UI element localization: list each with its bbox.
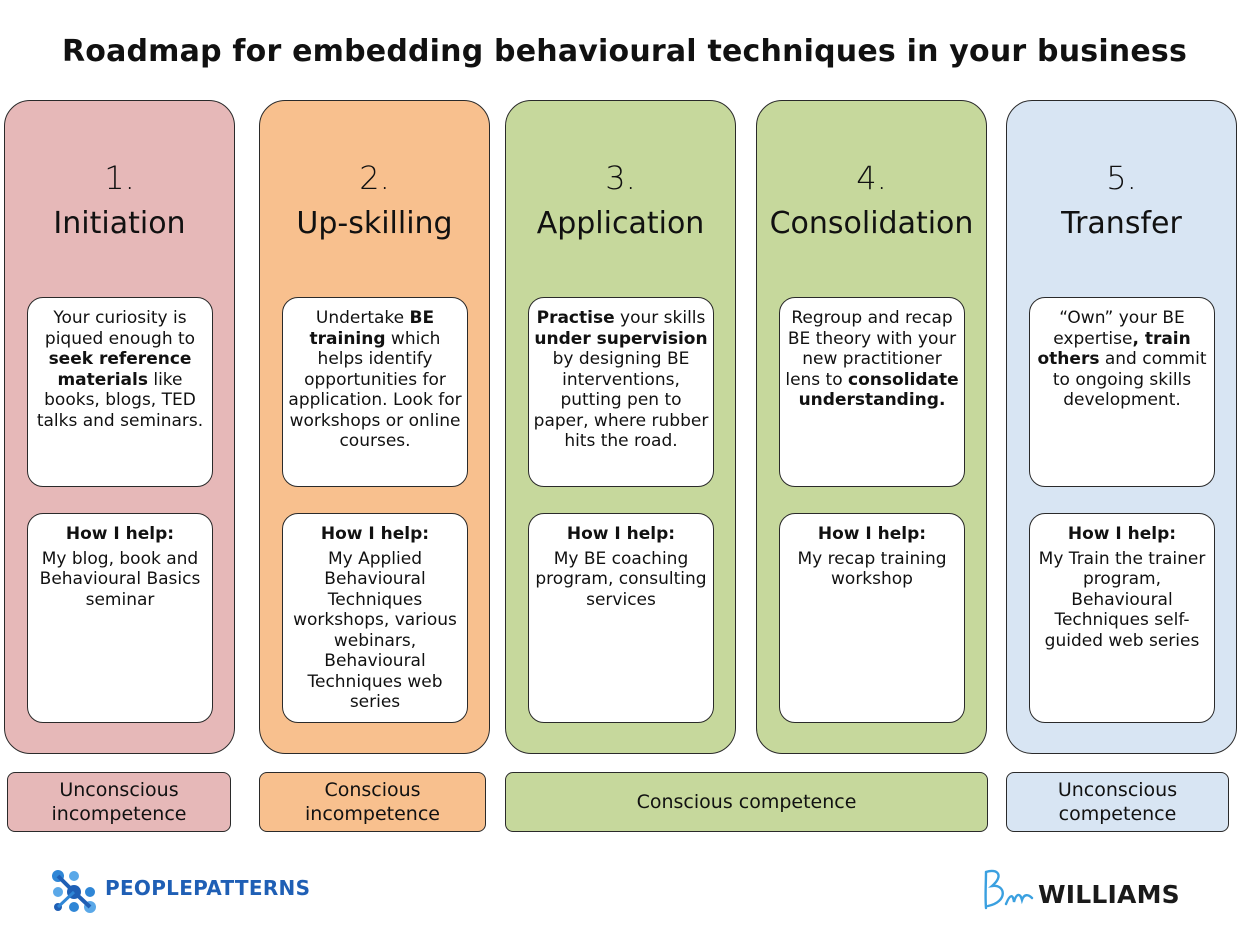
description-text: by designing BE interventions, putting p… <box>533 349 709 451</box>
page-title: Roadmap for embedding behavioural techni… <box>61 34 1188 69</box>
step-number: 2. <box>359 159 390 197</box>
people-patterns-mark-icon <box>52 870 96 913</box>
step-description-card: Regroup and recap BE theory with your ne… <box>779 297 965 487</box>
how-i-help-label: How I help: <box>1067 524 1177 544</box>
phase-label: Unconscious competence <box>1057 779 1178 825</box>
emphasis-text: , train others <box>1037 328 1191 370</box>
step-column-application: 3. Application Practise your skills unde… <box>505 100 736 754</box>
description-text: like books, blogs, TED talks and seminar… <box>36 369 204 431</box>
step-number: 4. <box>856 159 887 197</box>
description-text: “Own” your BE expertise <box>1053 308 1185 349</box>
how-i-help-card: How I help: My recap training workshop <box>779 513 965 723</box>
how-i-help-text: My Train the trainer program, Behavioura… <box>1038 548 1206 651</box>
how-i-help-label: How I help: <box>817 524 927 544</box>
step-description: Regroup and recap BE theory with your ne… <box>785 308 958 410</box>
phase-conscious-competence: Conscious competence <box>505 772 988 832</box>
step-title: Up-skilling <box>296 206 453 241</box>
how-i-help-card: How I help: My blog, book and Behavioura… <box>27 513 213 723</box>
how-i-help-label: How I help: <box>65 524 175 544</box>
step-column-transfer: 5. Transfer “Own” your BE expertise, tra… <box>1006 100 1237 754</box>
step-title: Transfer <box>1061 206 1182 241</box>
how-i-help-text: My recap training workshop <box>797 548 947 590</box>
how-i-help-text: My Applied Behavioural Techniques worksh… <box>293 548 457 713</box>
phase-conscious-incompetence: Conscious incompetence <box>259 772 486 832</box>
people-patterns-logo: PEOPLEPATTERNS <box>50 866 310 916</box>
how-i-help-card: How I help: My Applied Behavioural Techn… <box>282 513 468 723</box>
how-i-help-label: How I help: <box>566 524 676 544</box>
step-number: 1. <box>104 159 135 197</box>
phase-unconscious-incompetence: Unconscious incompetence <box>7 772 231 832</box>
step-description-card: Your curiosity is piqued enough to seek … <box>27 297 213 487</box>
step-number: 5. <box>1106 159 1137 197</box>
phase-label: Unconscious incompetence <box>51 779 187 825</box>
step-description-card: Undertake BE training which helps identi… <box>282 297 468 487</box>
step-description: Practise your skills under supervision b… <box>534 308 709 451</box>
emphasis-text: seek reference materials <box>48 349 192 390</box>
how-i-help-text: My blog, book and Behavioural Basics sem… <box>39 548 201 610</box>
emphasis-text: Practise <box>536 308 615 328</box>
how-i-help-card: How I help: My BE coaching program, cons… <box>528 513 714 723</box>
description-text: Your curiosity is piqued enough to <box>44 308 196 349</box>
step-column-consolidation: 4. Consolidation Regroup and recap BE th… <box>756 100 987 754</box>
step-column-up-skilling: 2. Up-skilling Undertake BE training whi… <box>259 100 490 754</box>
step-column-initiation: 1. Initiation Your curiosity is piqued e… <box>4 100 235 754</box>
step-description-card: Practise your skills under supervision b… <box>528 297 714 487</box>
step-description-card: “Own” your BE expertise, train others an… <box>1029 297 1215 487</box>
description-text: Undertake <box>315 308 410 328</box>
how-i-help-text: My BE coaching program, consulting servi… <box>535 548 707 610</box>
step-title: Initiation <box>53 206 186 241</box>
signature-icon <box>984 869 1034 910</box>
phase-label: Conscious competence <box>636 791 857 813</box>
emphasis-text: consolidate understanding. <box>798 369 959 411</box>
emphasis-text: under supervision <box>534 328 708 349</box>
emphasis-text: BE training <box>309 308 435 349</box>
how-i-help-label: How I help: <box>320 524 430 544</box>
step-title: Application <box>536 206 705 241</box>
how-i-help-card: How I help: My Train the trainer program… <box>1029 513 1215 723</box>
description-text: your skills <box>614 308 706 328</box>
step-description: “Own” your BE expertise, train others an… <box>1038 308 1207 410</box>
description-text: which helps identify opportunities for a… <box>288 328 462 452</box>
step-number: 3. <box>605 159 636 197</box>
bri-williams-logo: WILLIAMS <box>980 862 1210 918</box>
people-patterns-wordmark: PEOPLEPATTERNS <box>105 876 311 900</box>
step-description: Undertake BE training which helps identi… <box>288 308 461 451</box>
williams-wordmark: WILLIAMS <box>1038 880 1180 909</box>
phase-label: Conscious incompetence <box>305 779 440 825</box>
step-title: Consolidation <box>769 206 974 241</box>
description-text: and commit to ongoing skills development… <box>1052 349 1207 410</box>
phase-unconscious-competence: Unconscious competence <box>1006 772 1229 832</box>
step-description: Your curiosity is piqued enough to seek … <box>37 308 203 431</box>
description-text: Regroup and recap BE theory with your ne… <box>785 308 957 390</box>
